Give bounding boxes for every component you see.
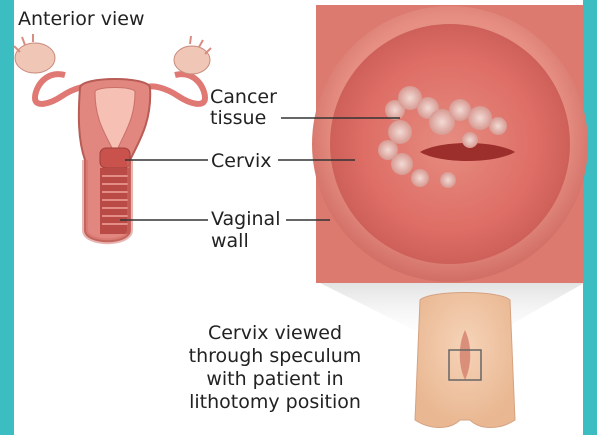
uterus-diagram [14, 34, 211, 241]
figure-title: Anterior view [18, 8, 145, 30]
vaginal-wall-label-line2: wall [211, 230, 249, 252]
cervix-label: Cervix [211, 150, 272, 172]
caption-line-1: Cervix viewed [150, 322, 400, 345]
lithotomy-figure [415, 293, 515, 428]
caption-line-2: through speculum [150, 345, 400, 368]
cancer-tissue-label-line2: tissue [210, 107, 266, 129]
cervix-speculum-view [312, 5, 588, 283]
cancer-tissue-label-line1: Cancer [210, 86, 277, 108]
figure-caption: Cervix viewed through speculum with pati… [150, 322, 400, 414]
caption-line-3: with patient in [150, 368, 400, 391]
vaginal-wall-label-line1: Vaginal [211, 208, 280, 230]
caption-line-4: lithotomy position [150, 391, 400, 414]
